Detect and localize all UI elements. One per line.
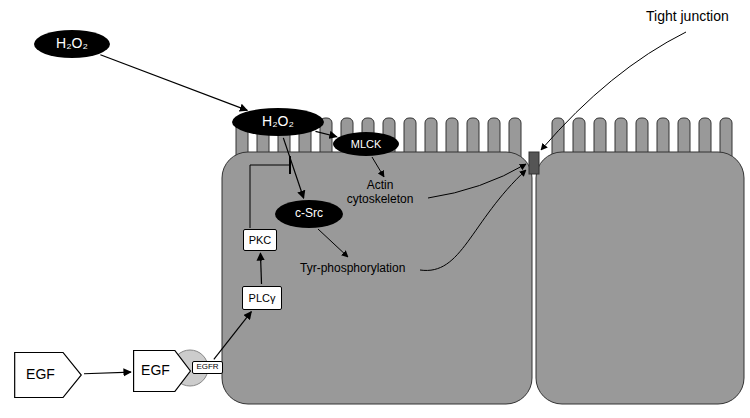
annotation-label: Actin cytoskeleton [338, 179, 422, 207]
arrow [428, 164, 526, 198]
arrow [420, 170, 526, 270]
signal-arrow [214, 312, 252, 360]
node-text: EGFR [196, 363, 218, 372]
molecule-ellipse: H₂O₂ [34, 30, 110, 58]
protein-box: PKC [243, 229, 277, 251]
ligand-pentagon: EGF [14, 352, 82, 398]
annotation-label: Tyr-phosphorylation [300, 262, 405, 276]
epithelial-cell [536, 152, 744, 404]
node-text: H₂O₂ [56, 36, 88, 51]
signal-arrow [84, 372, 131, 374]
annotation-label: Tight junction [646, 8, 729, 24]
ligand-pentagon: EGF [133, 350, 191, 392]
node-text: PKC [249, 234, 272, 246]
epithelial-cell [222, 152, 532, 404]
node-text: H₂O₂ [262, 114, 294, 129]
receptor-box: EGFR [192, 361, 223, 374]
signal-arrow [315, 131, 336, 136]
signal-arrow [260, 253, 261, 284]
molecule-ellipse: MLCK [333, 132, 399, 156]
arrow [372, 157, 384, 177]
node-text: EGF [26, 367, 55, 382]
signal-arrow [100, 55, 247, 111]
node-text: EGF [141, 363, 170, 378]
node-text: PLCγ [249, 292, 276, 304]
signal-arrow [283, 138, 303, 198]
node-text: MLCK [351, 138, 382, 150]
molecule-ellipse: c-Src [275, 200, 343, 228]
protein-box: PLCγ [242, 286, 282, 310]
tight-junction [529, 152, 539, 174]
node-text: c-Src [295, 207, 323, 220]
molecule-ellipse: H₂O₂ [232, 108, 324, 136]
leader-line [541, 32, 686, 150]
arrow [318, 229, 348, 257]
